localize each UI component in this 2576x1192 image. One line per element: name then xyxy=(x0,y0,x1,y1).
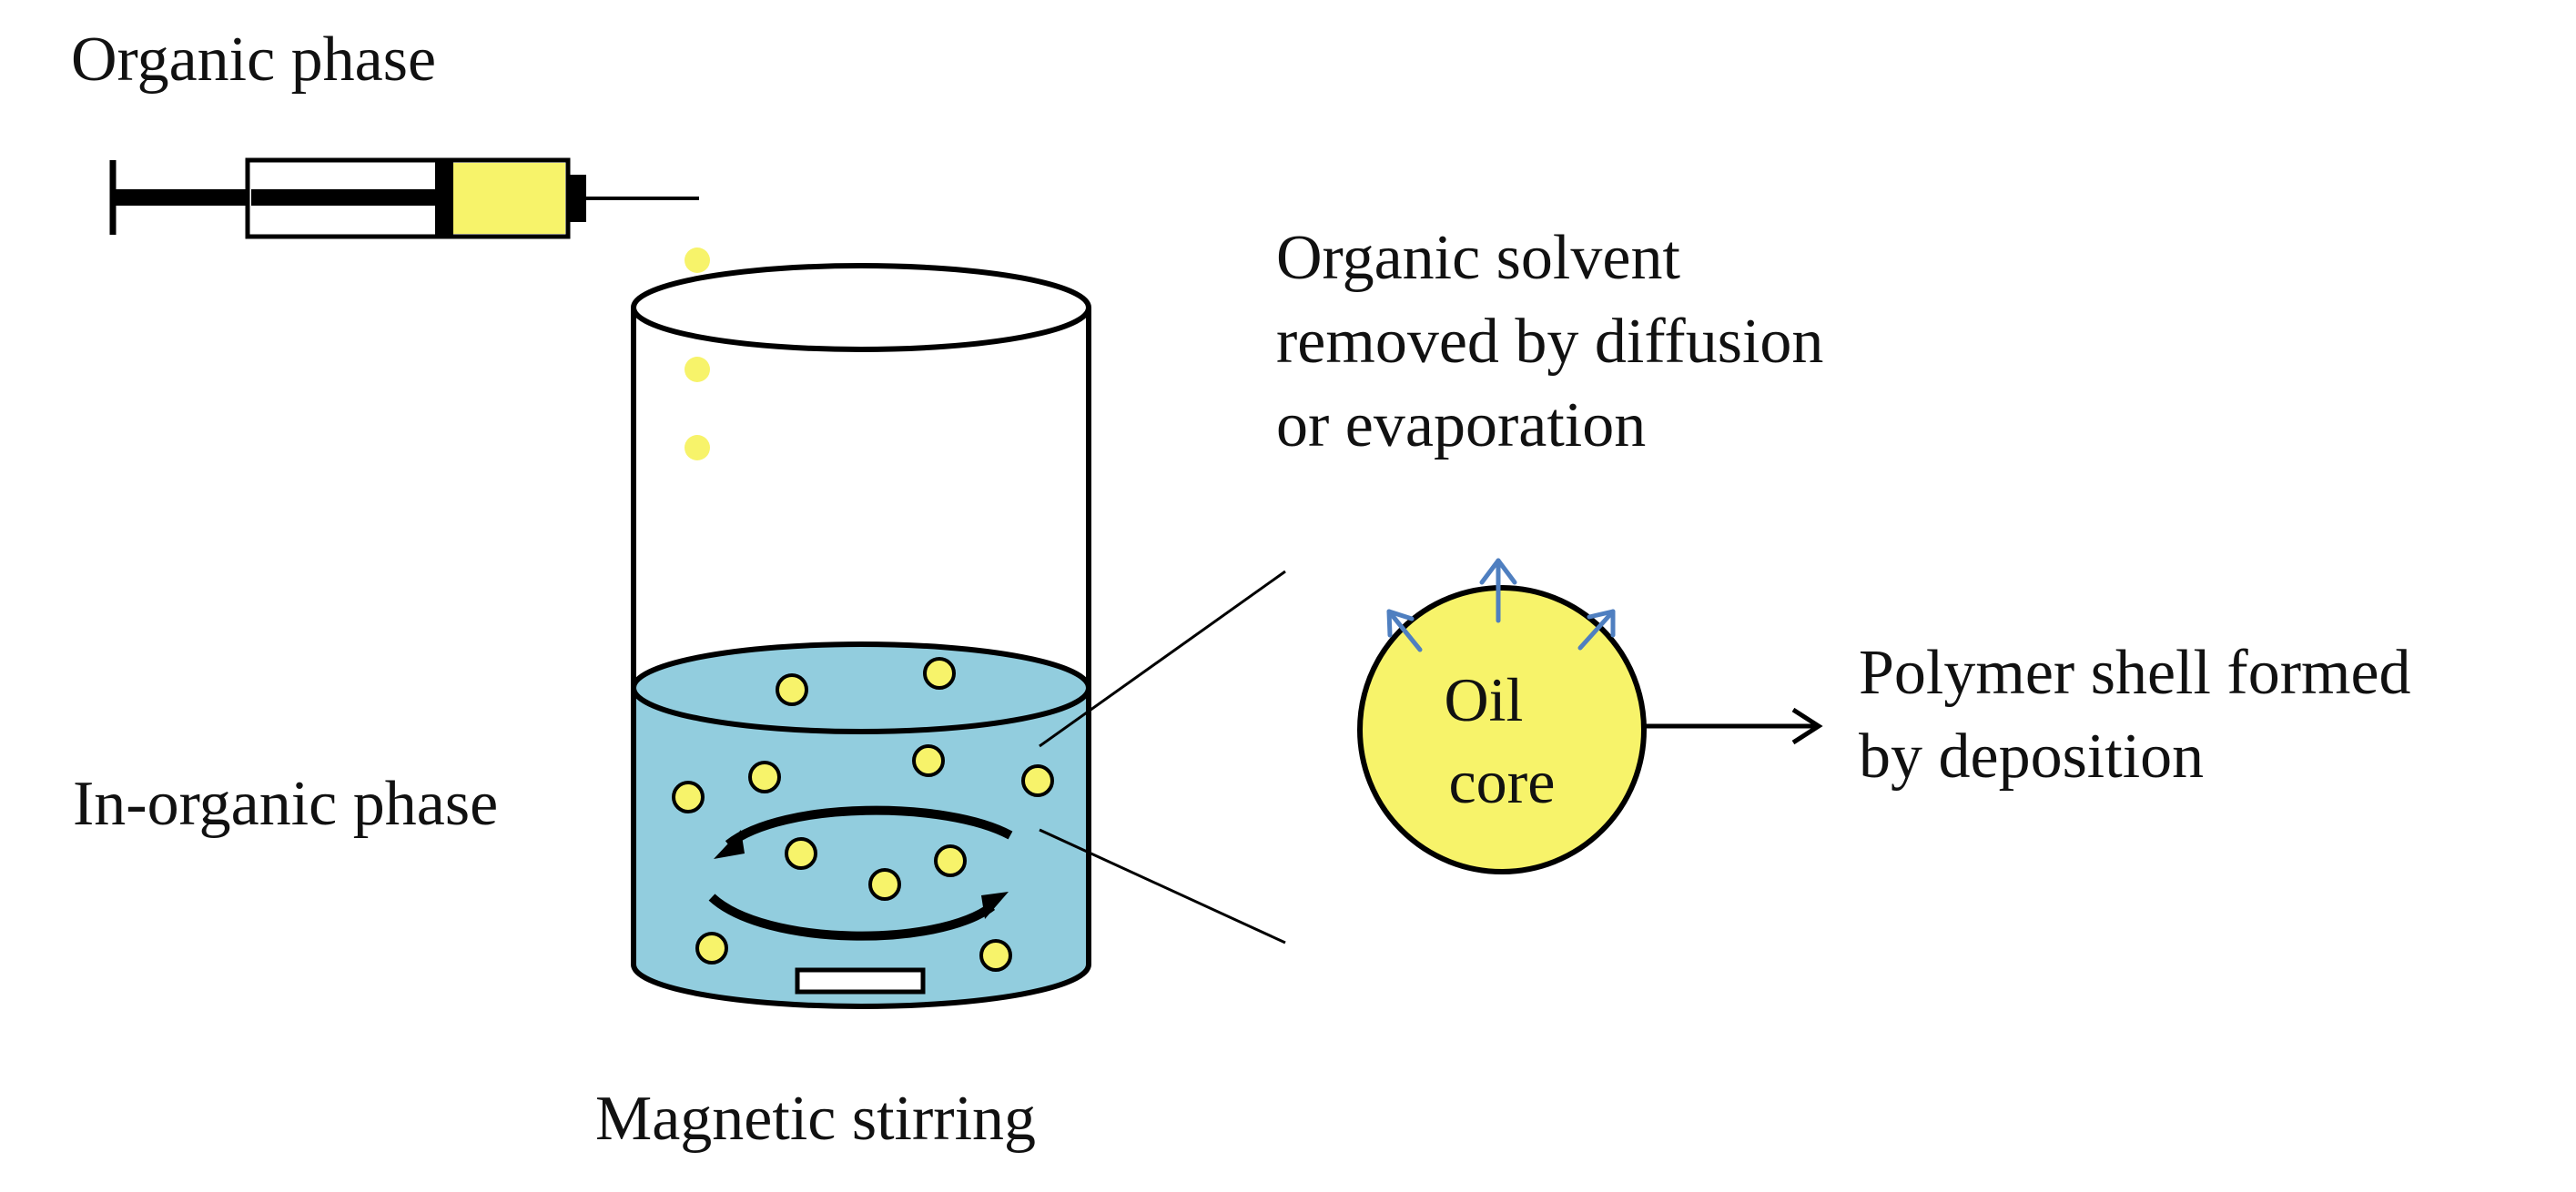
organic-phase-label: Organic phase xyxy=(71,25,436,95)
emulsion-droplet xyxy=(979,939,1012,972)
magnetic-stirring-label: Magnetic stirring xyxy=(595,1084,1036,1154)
emulsion-droplets xyxy=(672,657,1054,972)
emulsion-droplet xyxy=(776,673,808,706)
oil-core-particle xyxy=(1357,585,1647,874)
syringe-liquid xyxy=(453,163,565,234)
polymer-shell-label-line-1: Polymer shell formed xyxy=(1859,638,2411,708)
syringe-icon xyxy=(109,157,699,239)
emulsion-droplet xyxy=(923,657,956,690)
oil-core-label-line-2: core xyxy=(1448,747,1555,816)
solvent-removal-label-line-3: or evaporation xyxy=(1276,390,1646,460)
solvent-removal-label-line-1: Organic solvent xyxy=(1276,223,1680,293)
falling-droplet xyxy=(685,357,710,382)
falling-droplet xyxy=(685,247,710,273)
emulsion-droplet xyxy=(1021,764,1054,797)
falling-droplets xyxy=(685,247,710,460)
zoom-lines xyxy=(1039,570,1286,945)
emulsion-droplet xyxy=(785,837,817,870)
emulsion-droplet xyxy=(912,744,945,777)
emulsion-droplet xyxy=(934,844,967,877)
oil-core-label-line-1: Oil xyxy=(1445,665,1524,734)
arrow-right-icon xyxy=(1644,707,1823,745)
solvent-removal-label-line-2: removed by diffusion xyxy=(1276,307,1823,377)
stir-bar-icon xyxy=(795,967,926,995)
emulsion-droplet xyxy=(748,761,781,793)
emulsion-droplet xyxy=(695,932,728,965)
inorganic-phase-label: In-organic phase xyxy=(73,769,498,839)
rotation-arrows-icon xyxy=(708,805,1013,941)
falling-droplet xyxy=(685,435,710,460)
outward-arrow-icon xyxy=(1386,558,1616,652)
polymer-shell-label-line-2: by deposition xyxy=(1859,722,2204,792)
emulsion-droplet xyxy=(672,781,705,813)
emulsion-droplet xyxy=(868,868,901,901)
